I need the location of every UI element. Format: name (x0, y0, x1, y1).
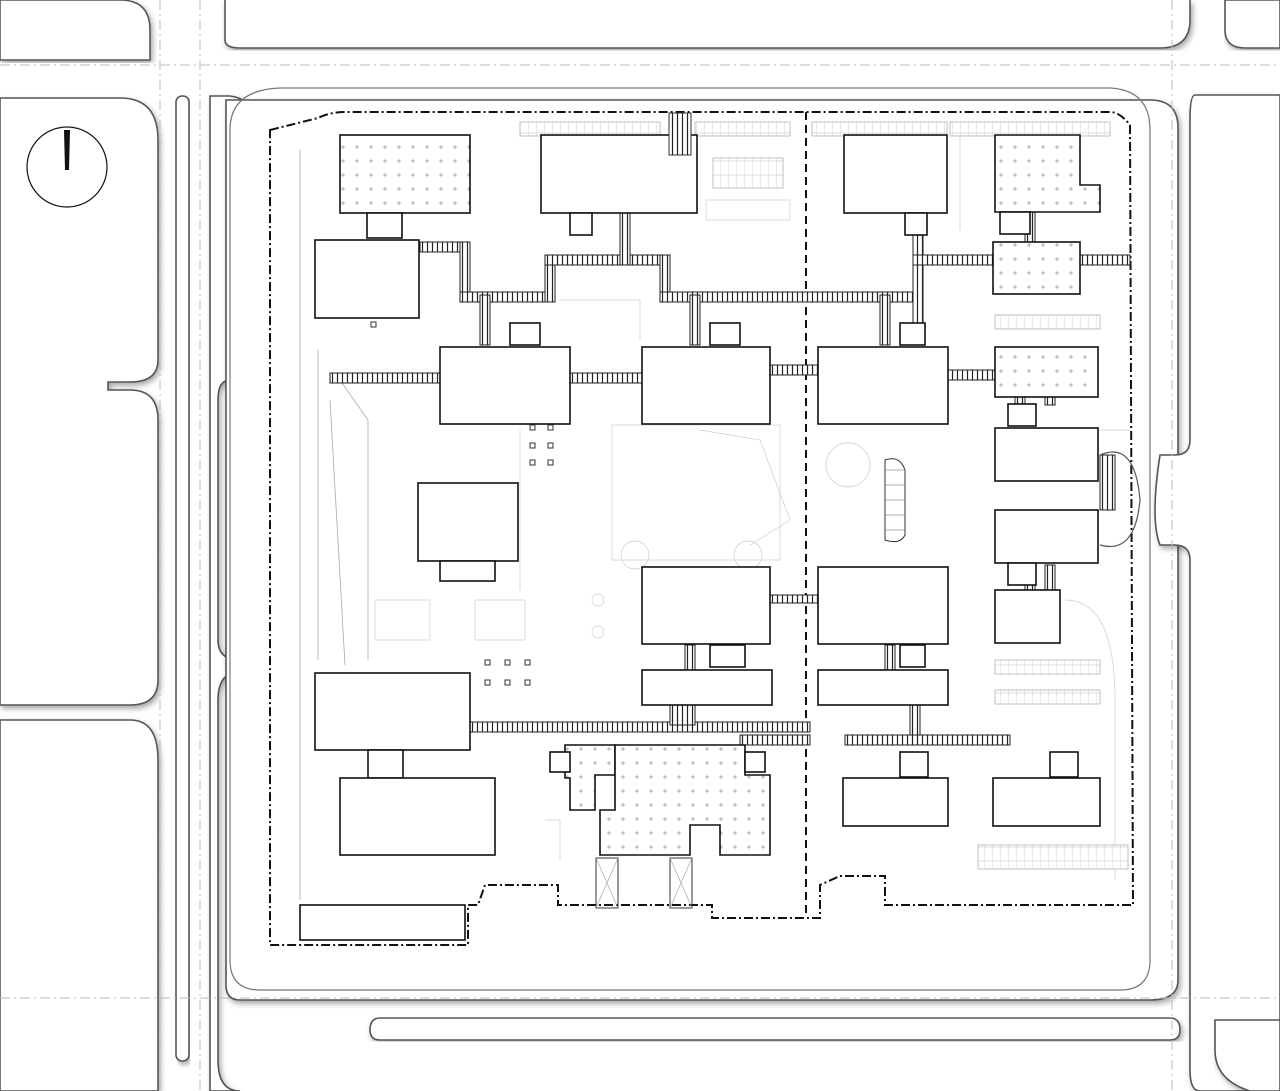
landscape-feature (884, 458, 906, 543)
site-area (229, 87, 1151, 991)
north-arrow-icon (26, 126, 108, 208)
landscape-lines (299, 130, 1130, 900)
site-boundary (269, 111, 1135, 946)
buildings (299, 134, 1101, 941)
site-markers (370, 321, 554, 686)
entry-gates (595, 112, 1141, 909)
